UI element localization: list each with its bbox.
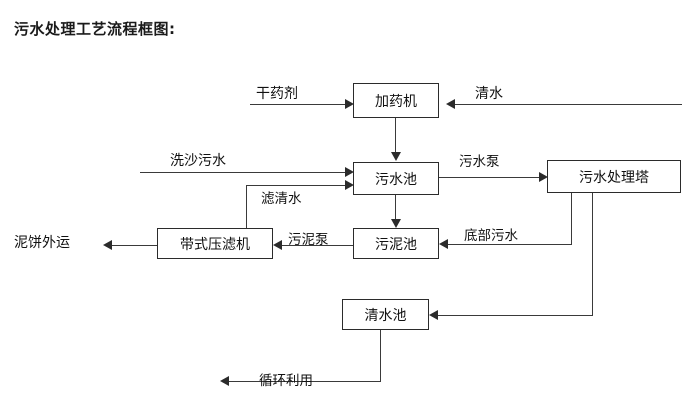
edge-label-bottom-sewage: 底部污水 [464, 228, 518, 244]
terminal-mud-cake-output: 泥饼外运 [14, 235, 70, 251]
edge-label-sludge-pump: 污泥泵 [288, 232, 329, 248]
edge-label-filtrate-water: 滤清水 [261, 191, 302, 207]
terminal-clean-water-input: 清水 [475, 86, 503, 102]
connector-sludge-pool-to-press [281, 245, 353, 247]
edge-label-sewage-pump: 污水泵 [459, 154, 500, 170]
connector-tower-to-clean-water-pool [437, 315, 593, 317]
arrowhead-sewage-pool-to-tower [539, 172, 548, 182]
arrowhead-recycle-out [220, 376, 229, 386]
connector-bottom-sewage-drop [571, 193, 573, 245]
connector-clean-water-to-dosing [454, 104, 682, 106]
arrowhead-dosing-to-sewage-pool [391, 152, 401, 161]
arrowhead-bottom-sewage-to-sludge-pool [439, 239, 448, 249]
terminal-wash-sand-sewage: 洗沙污水 [170, 153, 226, 169]
connector-sewage-pool-to-sludge-pool [395, 195, 397, 221]
node-label: 带式压滤机 [180, 236, 250, 253]
page-title: 污水处理工艺流程框图: [14, 20, 176, 38]
node-treatment-tower: 污水处理塔 [547, 160, 681, 193]
arrowhead-tower-to-clean-water-pool [429, 310, 438, 320]
connector-dry-reagent-to-dosing [250, 104, 346, 106]
arrowhead-wash-sand-to-sewage-pool [345, 167, 354, 177]
connector-tower-to-clean-water-drop [592, 193, 594, 316]
arrowhead-sludge-pool-to-press [273, 240, 282, 250]
terminal-dry-reagent: 干药剂 [256, 86, 298, 102]
connector-bottom-sewage-to-sludge-pool [447, 244, 572, 246]
arrowhead-sewage-pool-to-sludge-pool [391, 219, 401, 228]
node-dosing-machine: 加药机 [353, 83, 439, 118]
node-label: 加药机 [375, 93, 417, 110]
connector-sewage-pool-to-tower [439, 177, 540, 179]
connector-filtrate-to-sewage-pool [246, 185, 346, 187]
node-label: 污水池 [375, 171, 417, 188]
node-belt-filter-press: 带式压滤机 [157, 228, 273, 259]
arrowhead-dry-reagent-to-dosing [345, 99, 354, 109]
connector-wash-sand-to-sewage-pool [140, 172, 346, 174]
connector-dosing-to-sewage-pool [395, 118, 397, 154]
arrowhead-filtrate-to-sewage-pool [345, 180, 354, 190]
node-clean-water-pool: 清水池 [342, 299, 429, 330]
connector-press-to-mud-cake [111, 245, 157, 247]
arrowhead-clean-water-to-dosing [446, 99, 455, 109]
edge-label-recycle-use: 循环利用 [259, 373, 313, 389]
connector-recycle-drop [380, 330, 382, 382]
node-sludge-pool: 污泥池 [353, 228, 439, 259]
node-label: 污水处理塔 [579, 169, 649, 186]
node-sewage-pool: 污水池 [353, 162, 439, 195]
connector-recycle-out [228, 381, 381, 383]
node-label: 污泥池 [375, 236, 417, 253]
node-label: 清水池 [364, 307, 407, 324]
connector-filtrate-riser [246, 185, 248, 229]
arrowhead-press-to-mud-cake [103, 240, 112, 250]
